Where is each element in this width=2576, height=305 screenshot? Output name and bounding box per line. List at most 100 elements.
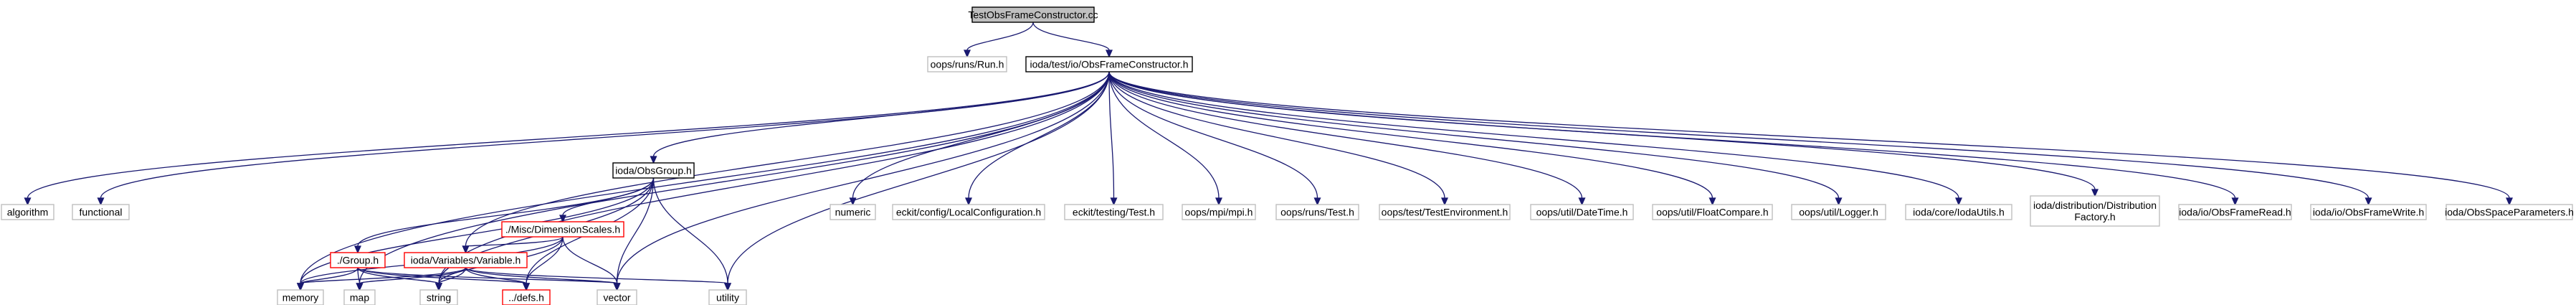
edge-arrowhead [1313, 197, 1321, 206]
edge-line [526, 236, 564, 284]
edge-ofc-to-framewrite [1108, 71, 2372, 206]
node-datetime[interactable]: oops/util/DateTime.h [1530, 204, 1634, 220]
edge-line [357, 267, 439, 284]
node-label: vector [603, 292, 630, 304]
node-label: algorithm [7, 207, 49, 218]
node-obsgroup[interactable]: ioda/ObsGroup.h [612, 162, 695, 179]
edge-line [357, 267, 361, 284]
edge-arrowhead [356, 283, 363, 291]
edge-ofc-to-vector [613, 71, 1110, 291]
node-label: oops/util/Logger.h [1799, 207, 1878, 218]
node-spaceparams[interactable]: ioda/ObsSpaceParameters.h [2445, 204, 2574, 220]
node-eckittest[interactable]: eckit/testing/Test.h [1064, 204, 1164, 220]
edge-line [1108, 71, 1318, 199]
edge-line [1108, 71, 2096, 190]
edge-arrowhead [1835, 197, 1843, 206]
edge-layer [24, 22, 2514, 291]
node-floatcompare[interactable]: oops/util/FloatCompare.h [1652, 204, 1773, 220]
edge-line [1108, 71, 1115, 199]
edge-arrowhead [2364, 197, 2372, 206]
node-box [1025, 56, 1193, 72]
edge-root-to-ofc [1032, 22, 1113, 58]
node-numeric[interactable]: numeric [830, 204, 876, 220]
edge-line [966, 22, 1034, 51]
node-box [72, 204, 130, 220]
node-layer: TestObsFrameConstructor.cc oops/runs/Run.… [1, 6, 2574, 305]
edge-ofc-to-oopstest [1108, 71, 1321, 206]
node-run[interactable]: oops/runs/Run.h [927, 56, 1007, 72]
edge-root-to-run [963, 22, 1034, 58]
node-vector[interactable]: vector [597, 289, 637, 305]
node-iodautils[interactable]: ioda/core/IodaUtils.h [1905, 204, 2012, 220]
node-dimscales[interactable]: ./Misc/DimensionScales.h [501, 221, 624, 238]
node-label: ioda/ObsSpaceParameters.h [2445, 207, 2574, 218]
node-group[interactable]: ./Group.h [330, 252, 386, 268]
node-label: oops/test/TestEnvironment.h [1382, 207, 1508, 218]
edge-arrowhead [1440, 197, 1449, 206]
node-framewrite[interactable]: ioda/io/ObsFrameWrite.h [2310, 204, 2427, 220]
edge-variable-to-memory [296, 267, 467, 291]
edge-line [1108, 71, 1840, 199]
edge-arrowhead [462, 245, 470, 254]
node-label: eckit/config/LocalConfiguration.h [896, 207, 1041, 218]
edge-line [1108, 71, 1714, 199]
node-label: ioda/io/ObsFrameRead.h [2179, 207, 2291, 218]
node-box [1905, 204, 2012, 220]
edge-ofc-to-datetime [1108, 71, 1586, 206]
node-box [2030, 195, 2160, 227]
node-box [2178, 204, 2292, 220]
node-testenv[interactable]: oops/test/TestEnvironment.h [1379, 204, 1511, 220]
edge-line [357, 267, 618, 284]
node-utility[interactable]: utility [708, 289, 747, 305]
node-label: ioda/core/IodaUtils.h [1913, 207, 2005, 218]
edge-line [465, 267, 618, 284]
node-box [612, 162, 695, 179]
node-framereadh[interactable]: ioda/io/ObsFrameRead.h [2178, 204, 2292, 220]
node-logger[interactable]: oops/util/Logger.h [1791, 204, 1886, 220]
node-box [1182, 204, 1256, 220]
edge-line [1108, 71, 2236, 199]
node-oopstest[interactable]: oops/runs/Test.h [1275, 204, 1359, 220]
edge-ofc-to-testenv [1108, 71, 1449, 206]
node-functional[interactable]: functional [72, 204, 130, 220]
edge-line [438, 71, 1110, 284]
node-box [1064, 204, 1164, 220]
node-ofc[interactable]: ioda/test/io/ObsFrameConstructor.h [1025, 56, 1193, 72]
node-variable[interactable]: ioda/Variables/Variable.h [404, 252, 528, 268]
edge-line [465, 267, 527, 284]
node-mpi[interactable]: oops/mpi/mpi.h [1182, 204, 1256, 220]
node-box [1, 204, 54, 220]
node-label: oops/runs/Run.h [931, 59, 1004, 70]
node-box [1275, 204, 1359, 220]
edge-line [300, 71, 1110, 284]
node-box [419, 289, 458, 305]
edge-line [1108, 71, 1583, 199]
node-label: string [427, 292, 451, 304]
edge-ofc-to-spaceparams [1108, 71, 2514, 206]
edge-line [438, 267, 467, 284]
edge-arrowhead [963, 50, 971, 58]
edge-ofc-to-utility [723, 71, 1110, 291]
edge-arrowhead [296, 283, 305, 291]
node-label: ioda/Variables/Variable.h [411, 255, 521, 266]
node-label: TestObsFrameConstructor.cc [968, 9, 1098, 21]
edge-arrowhead [24, 197, 32, 206]
edge-arrowhead [1215, 197, 1223, 206]
node-box [330, 252, 386, 268]
node-memory[interactable]: memory [277, 289, 324, 305]
node-map[interactable]: map [343, 289, 376, 305]
edge-arrowhead [522, 283, 531, 291]
node-label: oops/mpi/mpi.h [1185, 207, 1253, 218]
edge-line [357, 177, 655, 247]
node-defs[interactable]: ../defs.h [502, 289, 551, 305]
node-label: ./Group.h [337, 255, 379, 266]
node-string[interactable]: string [419, 289, 458, 305]
edge-ofc-to-floatcompare [1108, 71, 1716, 206]
node-localconfig[interactable]: eckit/config/LocalConfiguration.h [892, 204, 1045, 220]
node-algorithm[interactable]: algorithm [1, 204, 54, 220]
edge-ofc-to-distfactory [1108, 71, 2099, 197]
node-root[interactable]: TestObsFrameConstructor.cc [968, 6, 1098, 23]
edge-line [562, 236, 618, 284]
